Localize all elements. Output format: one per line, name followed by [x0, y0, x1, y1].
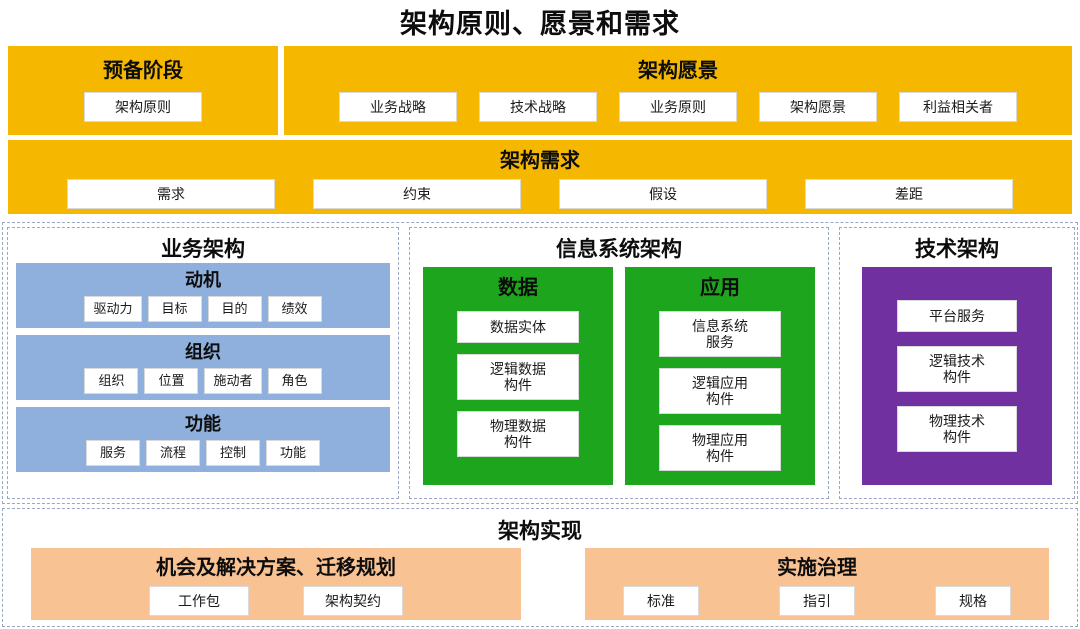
chip-role[interactable]: 角色: [267, 368, 322, 394]
chip-physical-technology-component[interactable]: 物理技术构件: [897, 406, 1017, 452]
information-systems-groups: 数据 数据实体 逻辑数据构件 物理数据构件 应用 信息系统服务 逻辑应用构件 物…: [410, 267, 828, 485]
business-group-motivation-title: 动机: [185, 270, 221, 290]
technology-group: 平台服务 逻辑技术构件 物理技术构件: [862, 267, 1052, 485]
chip-architecture-vision[interactable]: 架构愿景: [759, 92, 877, 122]
architecture-vision-items: 业务战略 技术战略 业务原则 架构愿景 利益相关者: [284, 92, 1072, 122]
chip-organization[interactable]: 组织: [84, 368, 139, 394]
chip-constraint[interactable]: 约束: [313, 179, 521, 209]
chip-function[interactable]: 功能: [266, 440, 320, 466]
chip-data-entity[interactable]: 数据实体: [457, 311, 579, 343]
technology-architecture-pillar: 技术架构 平台服务 逻辑技术构件 物理技术构件: [839, 227, 1075, 499]
chip-architecture-contract[interactable]: 架构契约: [303, 586, 403, 616]
is-group-data-title: 数据: [498, 277, 538, 299]
chip-physical-application-component[interactable]: 物理应用构件: [659, 425, 781, 471]
architecture-realization-zone: 架构实现 机会及解决方案、迁移规划 工作包 架构契约 实施治理 标准 指引 规格: [2, 508, 1078, 627]
business-group-organization: 组织 组织 位置 施动者 角色: [16, 335, 390, 400]
architecture-requirements-items: 需求 约束 假设 差距: [8, 179, 1072, 209]
chip-technology-strategy[interactable]: 技术战略: [479, 92, 597, 122]
business-group-organization-items: 组织 位置 施动者 角色: [16, 368, 390, 394]
chip-specification[interactable]: 规格: [935, 586, 1011, 616]
chip-logical-technology-component[interactable]: 逻辑技术构件: [897, 346, 1017, 392]
implementation-governance-title: 实施治理: [777, 557, 857, 579]
architecture-vision-title: 架构愿景: [638, 60, 718, 82]
preliminary-phase-title: 预备阶段: [103, 60, 183, 82]
chip-standard[interactable]: 标准: [623, 586, 699, 616]
chip-guideline[interactable]: 指引: [779, 586, 855, 616]
chip-work-package[interactable]: 工作包: [149, 586, 249, 616]
is-group-data: 数据 数据实体 逻辑数据构件 物理数据构件: [423, 267, 613, 485]
business-group-function-items: 服务 流程 控制 功能: [16, 440, 390, 466]
preliminary-phase-items: 架构原则: [8, 92, 278, 122]
chip-assumption[interactable]: 假设: [559, 179, 767, 209]
business-architecture-pillar: 业务架构 动机 驱动力 目标 目的 绩效 组织 组织 位置 施动者 角色: [7, 227, 399, 499]
chip-goal[interactable]: 目标: [147, 296, 202, 322]
information-systems-architecture-pillar: 信息系统架构 数据 数据实体 逻辑数据构件 物理数据构件 应用 信息系统服务 逻…: [409, 227, 829, 499]
chip-requirement[interactable]: 需求: [67, 179, 275, 209]
chip-gap[interactable]: 差距: [805, 179, 1013, 209]
business-architecture-title: 业务架构: [161, 238, 245, 261]
information-systems-architecture-title: 信息系统架构: [556, 238, 682, 261]
business-group-motivation: 动机 驱动力 目标 目的 绩效: [16, 263, 390, 328]
chip-business-strategy[interactable]: 业务战略: [339, 92, 457, 122]
chip-actor[interactable]: 施动者: [204, 368, 262, 394]
preliminary-phase-band: 预备阶段 架构原则: [8, 46, 278, 135]
architecture-realization-title: 架构实现: [498, 520, 582, 543]
business-group-function-title: 功能: [185, 414, 221, 434]
chip-business-principles[interactable]: 业务原则: [619, 92, 737, 122]
chip-logical-application-component[interactable]: 逻辑应用构件: [659, 368, 781, 414]
chip-logical-data-component[interactable]: 逻辑数据构件: [457, 354, 579, 400]
chip-platform-service[interactable]: 平台服务: [897, 300, 1017, 332]
chip-location[interactable]: 位置: [144, 368, 199, 394]
implementation-governance-items: 标准 指引 规格: [585, 586, 1049, 616]
page-title: 架构原则、愿景和需求: [400, 9, 680, 39]
chip-physical-data-component[interactable]: 物理数据构件: [457, 411, 579, 457]
architecture-requirements-title: 架构需求: [500, 150, 580, 172]
architecture-requirements-band: 架构需求 需求 约束 假设 差距: [8, 140, 1072, 214]
chip-driver[interactable]: 驱动力: [84, 296, 142, 322]
chip-stakeholders[interactable]: 利益相关者: [899, 92, 1017, 122]
opportunities-migration-band: 机会及解决方案、迁移规划 工作包 架构契约: [31, 548, 521, 620]
opportunities-migration-title: 机会及解决方案、迁移规划: [156, 557, 396, 579]
chip-objective[interactable]: 目的: [207, 296, 262, 322]
implementation-governance-band: 实施治理 标准 指引 规格: [585, 548, 1049, 620]
is-group-application-title: 应用: [700, 277, 740, 299]
architecture-vision-band: 架构愿景 业务战略 技术战略 业务原则 架构愿景 利益相关者: [284, 46, 1072, 135]
chip-control[interactable]: 控制: [206, 440, 260, 466]
core-architecture-domains-zone: 业务架构 动机 驱动力 目标 目的 绩效 组织 组织 位置 施动者 角色: [2, 222, 1078, 504]
technology-architecture-title: 技术架构: [915, 238, 999, 261]
chip-service[interactable]: 服务: [86, 440, 140, 466]
opportunities-migration-items: 工作包 架构契约: [31, 586, 521, 616]
is-group-application: 应用 信息系统服务 逻辑应用构件 物理应用构件: [625, 267, 815, 485]
chip-information-system-service[interactable]: 信息系统服务: [659, 311, 781, 357]
business-group-motivation-items: 驱动力 目标 目的 绩效: [16, 296, 390, 322]
chip-measure[interactable]: 绩效: [267, 296, 322, 322]
business-group-function: 功能 服务 流程 控制 功能: [16, 407, 390, 472]
business-group-organization-title: 组织: [185, 342, 221, 362]
chip-architecture-principles[interactable]: 架构原则: [84, 92, 202, 122]
chip-process[interactable]: 流程: [146, 440, 200, 466]
